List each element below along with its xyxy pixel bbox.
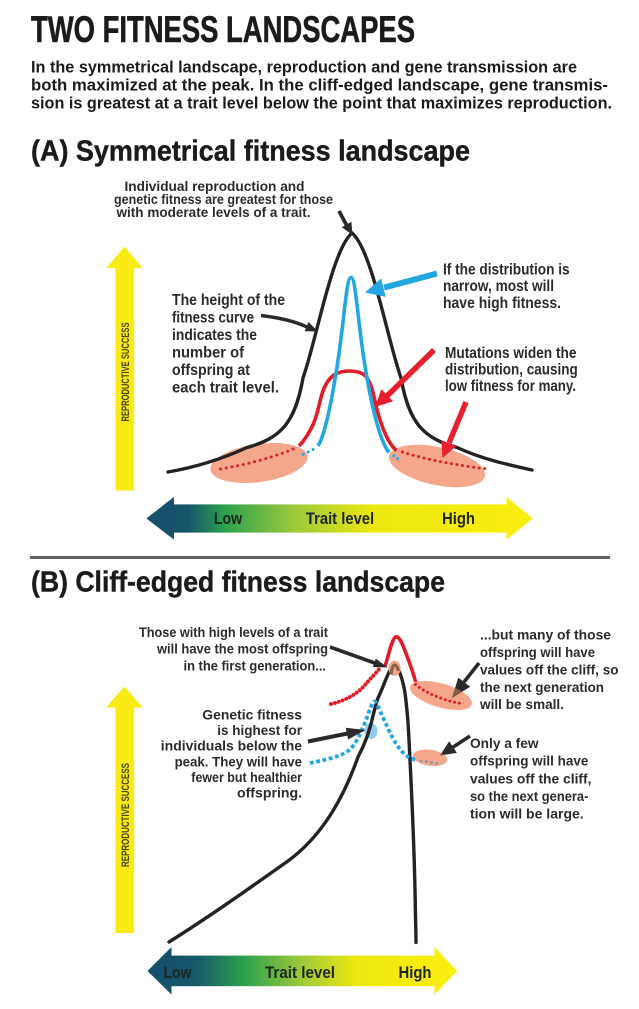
svg-text:offspring.: offspring.	[237, 785, 302, 801]
svg-text:will have the most offspring: will have the most offspring	[156, 641, 328, 657]
svg-text:Only a few: Only a few	[470, 735, 539, 751]
svg-text:Those with high levels of a tr: Those with high levels of a trait	[139, 624, 328, 640]
svg-text:with moderate levels of a trai: with moderate levels of a trait.	[116, 204, 311, 220]
svg-text:distribution, causing: distribution, causing	[445, 362, 578, 379]
svg-text:REPRODUCTIVE SUCCESS: REPRODUCTIVE SUCCESS	[120, 763, 132, 867]
svg-text:(B) Cliff-edged fitness landsc: (B) Cliff-edged fitness landscape	[31, 567, 445, 599]
svg-text:Trait level: Trait level	[306, 509, 374, 528]
svg-text:High: High	[399, 963, 432, 982]
svg-text:Genetic fitness: Genetic fitness	[202, 707, 302, 723]
svg-text:Mutations widen the: Mutations widen the	[445, 345, 577, 362]
svg-text:offspring will have: offspring will have	[480, 644, 595, 660]
svg-text:individuals below the: individuals below the	[161, 738, 302, 754]
svg-text:fitness curve: fitness curve	[172, 310, 254, 327]
svg-text:narrow, most will: narrow, most will	[443, 278, 554, 295]
svg-text:indicates the: indicates the	[172, 327, 257, 344]
svg-text:In the symmetrical landscape,: In the symmetrical landscape, reproducti…	[31, 59, 577, 77]
svg-text:low fitness for many.: low fitness for many.	[445, 378, 576, 395]
svg-text:(A) Symmetrical fitness landsc: (A) Symmetrical fitness landscape	[31, 136, 470, 168]
svg-text:each trait level.: each trait level.	[172, 380, 279, 397]
svg-text:have high fitness.: have high fitness.	[443, 295, 561, 312]
svg-text:sion is greatest at a trait le: sion is greatest at a trait level below …	[31, 95, 612, 113]
svg-text:in the first generation...: in the first generation...	[184, 657, 327, 673]
svg-text:If the distribution is: If the distribution is	[443, 262, 570, 279]
svg-text:REPRODUCTIVE SUCCESS: REPRODUCTIVE SUCCESS	[120, 323, 132, 422]
svg-text:offspring at: offspring at	[172, 362, 251, 379]
svg-text:tion will be large.: tion will be large.	[470, 806, 584, 822]
svg-text:so the next genera-: so the next genera-	[470, 788, 589, 804]
svg-text:genetic fitness are greatest f: genetic fitness are greatest for those	[114, 191, 333, 207]
svg-text:both maximized at the peak. In: both maximized at the peak. In the cliff…	[31, 77, 608, 95]
svg-text:the next generation: the next generation	[480, 679, 604, 695]
svg-text:peak. They will have: peak. They will have	[175, 753, 303, 769]
svg-text:...but many of those: ...but many of those	[480, 627, 611, 643]
svg-text:values off the cliff,: values off the cliff,	[470, 770, 592, 786]
svg-text:High: High	[442, 509, 475, 528]
svg-text:Low: Low	[214, 509, 243, 528]
svg-text:will be small.: will be small.	[479, 696, 564, 712]
svg-text:values off the cliff, so: values off the cliff, so	[480, 661, 619, 677]
svg-text:is highest for: is highest for	[217, 722, 302, 738]
svg-text:Trait level: Trait level	[265, 963, 335, 982]
svg-text:TWO FITNESS LANDSCAPES: TWO FITNESS LANDSCAPES	[31, 9, 415, 50]
svg-text:number of: number of	[172, 345, 245, 362]
svg-text:The height of the: The height of the	[172, 292, 285, 309]
svg-text:Individual reproduction and: Individual reproduction and	[125, 178, 305, 194]
svg-text:Low: Low	[164, 963, 193, 982]
svg-text:offspring will have: offspring will have	[470, 753, 589, 769]
svg-text:fewer but healthier: fewer but healthier	[191, 769, 302, 785]
